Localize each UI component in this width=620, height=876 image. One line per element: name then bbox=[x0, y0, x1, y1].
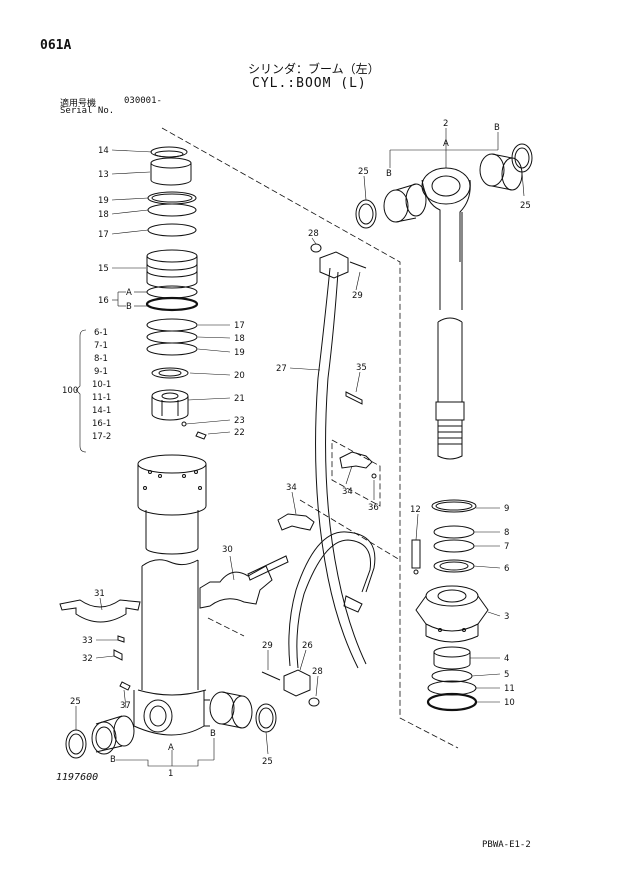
callout-18: 18 bbox=[98, 210, 109, 220]
kit-7-1: 7-1 bbox=[94, 341, 108, 351]
callout-23: 23 bbox=[234, 416, 245, 426]
callout-a-top: A bbox=[443, 139, 449, 149]
callout-35: 35 bbox=[356, 363, 367, 373]
callout-b-upper: B bbox=[126, 302, 132, 312]
pipe-27 bbox=[310, 243, 367, 669]
callout-34-left: 34 bbox=[286, 483, 297, 493]
callout-37: 37 bbox=[120, 701, 131, 711]
kit-14-1: 14-1 bbox=[92, 406, 111, 416]
page-code: 061A bbox=[40, 38, 72, 53]
right-seal-stack bbox=[411, 499, 489, 712]
callout-11: 11 bbox=[504, 684, 515, 694]
explode-boundary bbox=[161, 127, 459, 749]
drawing-number: 1197600 bbox=[56, 772, 99, 783]
callout-26: 26 bbox=[302, 641, 313, 651]
kit-9-1: 9-1 bbox=[94, 367, 108, 377]
callout-25-top-right: 25 bbox=[520, 201, 531, 211]
leader-lines bbox=[75, 128, 525, 767]
callout-29-lower: 29 bbox=[262, 641, 273, 651]
callout-1: 1 bbox=[168, 769, 173, 779]
callout-33: 33 bbox=[82, 636, 93, 646]
callout-6: 6 bbox=[504, 564, 509, 574]
callout-25-lower-right: 25 bbox=[262, 757, 273, 767]
callout-2: 2 bbox=[443, 119, 448, 129]
left-seal-stack bbox=[145, 146, 207, 440]
callout-17: 17 bbox=[98, 230, 109, 240]
callout-labels: 14 13 19 18 17 15 16 A B 17 18 19 20 21 … bbox=[62, 119, 531, 779]
serial-number: 030001- bbox=[124, 96, 162, 106]
callout-b-top-right: B bbox=[494, 123, 500, 133]
callout-b-top-left: B bbox=[386, 169, 392, 179]
title-japanese: シリンダ：ブーム（左） bbox=[248, 62, 380, 76]
callout-17-lower: 17 bbox=[234, 321, 245, 331]
callout-13: 13 bbox=[98, 170, 109, 180]
callout-9: 9 bbox=[504, 504, 509, 514]
kit-6-1: 6-1 bbox=[94, 328, 108, 338]
callout-8: 8 bbox=[504, 528, 509, 538]
callout-28-upper: 28 bbox=[308, 229, 319, 239]
kit-17-2: 17-2 bbox=[92, 432, 111, 442]
callout-19: 19 bbox=[98, 196, 109, 206]
callout-14: 14 bbox=[98, 146, 109, 156]
callout-b-bottom-right: B bbox=[210, 729, 216, 739]
callout-32: 32 bbox=[82, 654, 93, 664]
callout-25-lower-left: 25 bbox=[70, 697, 81, 707]
callout-5: 5 bbox=[504, 670, 509, 680]
callout-4: 4 bbox=[504, 654, 509, 664]
pipe-clamps bbox=[59, 555, 289, 623]
callout-25-top-left: 25 bbox=[358, 167, 369, 177]
callout-31: 31 bbox=[94, 589, 105, 599]
pin-bushing-lower-right bbox=[209, 691, 277, 733]
callout-16: 16 bbox=[98, 296, 109, 306]
title-english: CYL.:BOOM (L) bbox=[252, 76, 367, 91]
callout-29-upper: 29 bbox=[352, 291, 363, 301]
serial-label-japanese: 適用号機 bbox=[60, 99, 97, 109]
serial-label-english: Serial No. bbox=[60, 106, 115, 116]
callout-27: 27 bbox=[276, 364, 287, 374]
callout-a-bottom: A bbox=[168, 743, 174, 753]
callout-20: 20 bbox=[234, 371, 245, 381]
callout-34-right: 34 bbox=[342, 487, 353, 497]
callout-19-lower: 19 bbox=[234, 348, 245, 358]
callout-21: 21 bbox=[234, 394, 245, 404]
callout-15: 15 bbox=[98, 264, 109, 274]
callout-10: 10 bbox=[504, 698, 515, 708]
callout-a-upper: A bbox=[126, 288, 132, 298]
callout-3: 3 bbox=[504, 612, 509, 622]
callout-36: 36 bbox=[368, 503, 379, 513]
callout-b-bottom-left: B bbox=[110, 755, 116, 765]
page-reference: PBWA-E1-2 bbox=[482, 840, 531, 850]
kit-10-1: 10-1 bbox=[92, 380, 111, 390]
callout-18-lower: 18 bbox=[234, 334, 245, 344]
kit-11-1: 11-1 bbox=[92, 393, 111, 403]
piston-rod-assembly bbox=[421, 167, 471, 460]
callout-12: 12 bbox=[410, 505, 421, 515]
callout-100: 100 bbox=[62, 386, 78, 396]
clamp-upper bbox=[277, 451, 377, 531]
callout-7: 7 bbox=[504, 542, 509, 552]
callout-28-lower: 28 bbox=[312, 667, 323, 677]
callout-22: 22 bbox=[234, 428, 245, 438]
kit-16-1: 16-1 bbox=[92, 419, 111, 429]
cylinder-rod-head-and-tube bbox=[113, 454, 210, 736]
pin-bushing-lower-left bbox=[65, 715, 135, 759]
pipe-26 bbox=[261, 531, 376, 707]
kit-8-1: 8-1 bbox=[94, 354, 108, 364]
pin-bushings-top bbox=[355, 143, 533, 229]
callout-30: 30 bbox=[222, 545, 233, 555]
